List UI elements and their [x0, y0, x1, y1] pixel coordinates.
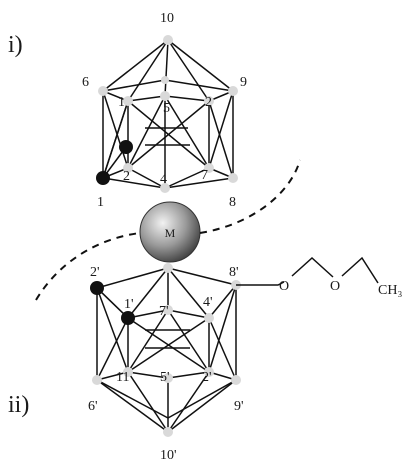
- oxygen-atom-label: O: [279, 279, 289, 294]
- vertex-label: 1': [124, 297, 134, 312]
- part-label-bottom: ii): [8, 392, 29, 418]
- vertex-label: 7: [201, 168, 208, 183]
- vertex-label: 9': [234, 399, 244, 414]
- vertex-label: 2: [205, 95, 212, 110]
- vertex-label: 10: [160, 11, 174, 26]
- carbon-atom: [96, 171, 110, 185]
- vertex-label: 5': [160, 370, 170, 385]
- vertex-label: 6': [88, 399, 98, 414]
- vertex-label: 11: [116, 370, 129, 385]
- bottom-icosahedral-cage: 2' 8' 1' 7' 4' 11 5' 2' 6' 9' 10': [88, 263, 244, 463]
- vertex-label: 8': [229, 265, 239, 280]
- part-label-top: i): [8, 32, 23, 58]
- vertex-label: 10': [160, 448, 177, 463]
- dashed-boundary: [35, 232, 141, 301]
- carbon-atom: [119, 140, 133, 154]
- carbon-atom: [121, 311, 135, 325]
- metal-label: M: [165, 226, 176, 240]
- top-icosahedral-cage: 10 6 1 5 2 9 1 2 4 7 8: [82, 11, 247, 210]
- oxygen-atom-label: O: [330, 279, 340, 294]
- ether-substituent: O O CH₃: [236, 256, 402, 298]
- vertex-label: 5: [163, 101, 170, 116]
- vertex-label: 1: [118, 95, 125, 110]
- vertex-label: 6: [82, 75, 89, 90]
- metal-center: M: [139, 201, 201, 263]
- vertex-label: 2: [123, 169, 130, 184]
- carbon-atom: [90, 281, 104, 295]
- vertex-label: 7': [159, 304, 169, 319]
- dashed-boundary: [199, 159, 301, 234]
- vertex-label: 8: [229, 195, 236, 210]
- vertex-label: 2': [90, 265, 100, 280]
- vertex-label: 9: [240, 75, 247, 90]
- vertex-label: 4: [160, 172, 167, 187]
- methyl-group-label: CH₃: [378, 283, 402, 298]
- vertex-label: 4': [203, 295, 213, 310]
- vertex-label: 1: [97, 195, 104, 210]
- vertex-label: 2': [202, 370, 212, 385]
